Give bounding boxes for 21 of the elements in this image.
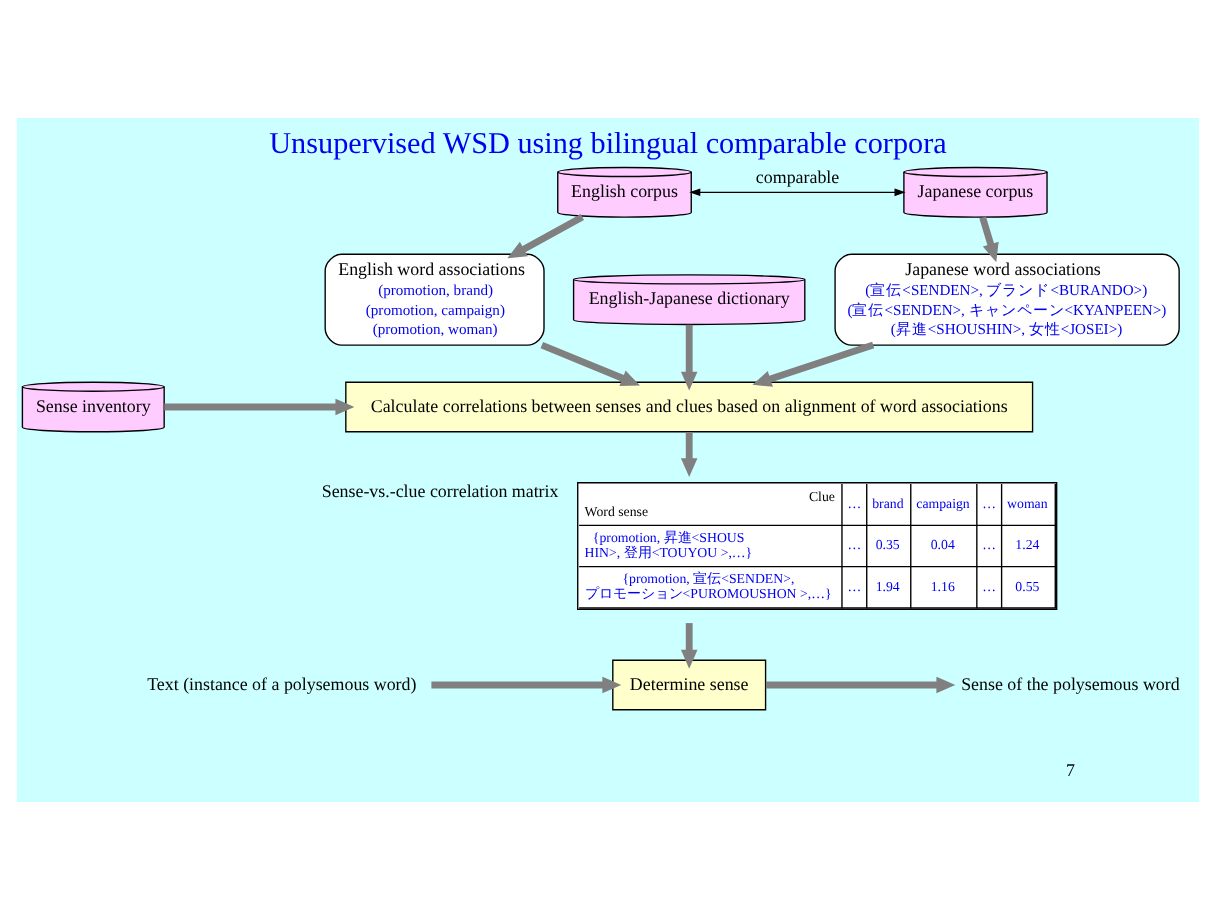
arrow (507, 212, 585, 258)
arrow (752, 340, 875, 386)
arrow (765, 675, 956, 693)
node-box: Determine sense (612, 658, 767, 710)
arrow (979, 215, 999, 262)
edge-label: comparable (755, 166, 840, 187)
node-box: Calculate correlations between senses and clues based on alignment of word associations (345, 380, 1034, 432)
arrow (680, 431, 698, 477)
node-label: Sense-vs.-clue correlation matrix (321, 480, 559, 501)
arrow (164, 397, 355, 415)
arrow (680, 323, 698, 390)
arrow (540, 340, 640, 385)
node-box: Japanese word associations (宣伝<SENDEN>, ブランド<BURANDO>) (宣伝<SENDEN>, キャンペーン<KYANPEEN>) (昇進<SHOUSHIN>, 女性<JOSEI>) (834, 252, 1180, 345)
arrow (431, 675, 622, 693)
node-text: Sense of the polysemous word (961, 672, 1180, 693)
arrow (680, 622, 698, 668)
node-text: Text (instance of a polysemous word) (147, 672, 417, 693)
node-box: English word associations (promotion, brand) (promotion, campaign) (promotion, woman) (324, 252, 545, 345)
arrow (689, 187, 906, 196)
label: 7 (1065, 759, 1075, 780)
diagram-title: Unsupervised WSD using bilingual comparable corpora (269, 128, 947, 161)
